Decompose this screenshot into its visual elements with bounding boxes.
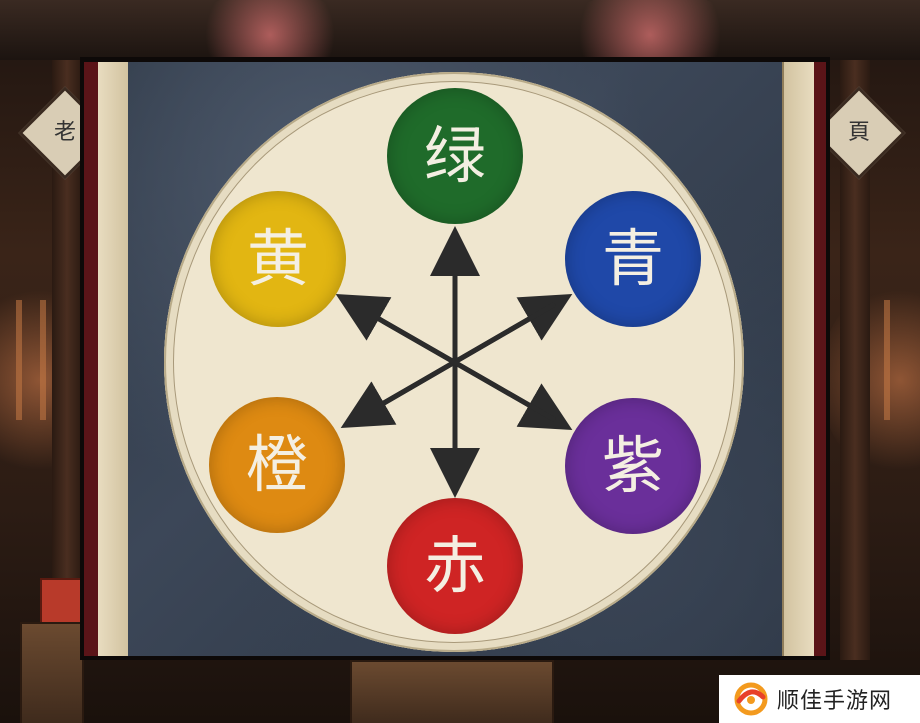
panel-border-left [84,62,98,656]
green-label: 绿 [423,119,486,192]
wooden-crate [20,622,84,723]
watermark-text: 顺佳手游网 [777,689,893,714]
blue-circle[interactable]: 青 [565,191,701,327]
purple-label: 紫 [601,429,664,502]
site-watermark: 顺佳手游网 [719,675,920,723]
red-label: 赤 [423,529,486,602]
swirl-logo-icon [734,682,768,716]
wooden-crate [350,660,554,723]
red-circle[interactable]: 赤 [387,498,523,634]
orange-circle[interactable]: 橙 [209,397,345,533]
panel-border-right [812,62,826,656]
blue-label: 青 [601,222,664,295]
window-slat [40,300,46,420]
purple-circle[interactable]: 紫 [565,398,701,534]
green-circle[interactable]: 绿 [387,88,523,224]
window-slat [884,300,890,420]
arrow-to-yellow [335,294,557,423]
yellow-label: 黄 [246,222,309,295]
scroll-roller-right [782,62,814,656]
yellow-circle[interactable]: 黄 [210,191,346,327]
roof-beam [0,0,920,60]
orange-label: 橙 [245,428,308,501]
window-slat [16,300,22,420]
